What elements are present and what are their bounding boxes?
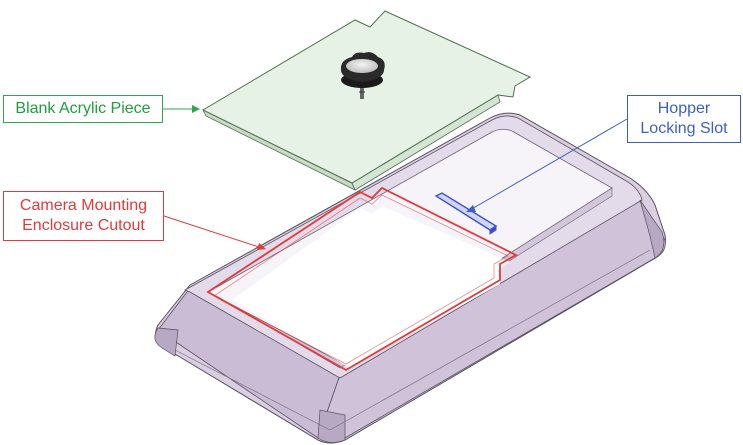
blank-acrylic-callout: Blank Acrylic Piece (3, 95, 163, 123)
camera-cutout-outline (206, 186, 518, 372)
hopper-leader (469, 118, 628, 211)
camera-arrowhead (257, 243, 266, 250)
hopper-label-line1: Hopper (657, 100, 711, 117)
hopper-arrowhead (466, 205, 476, 212)
camera-leader (163, 215, 263, 249)
enclosure-cutout-window (232, 206, 510, 368)
camera-label-line2: Enclosure Cutout (22, 217, 145, 234)
enclosure-skirt-line (174, 249, 651, 431)
hopper-slot-callout: Hopper Locking Slot (627, 95, 741, 143)
blank-acrylic-arrowhead (192, 105, 200, 113)
acrylic-plate (201, 10, 532, 191)
hopper-label-line2: Locking Slot (640, 120, 728, 137)
blank-acrylic-label: Blank Acrylic Piece (15, 100, 151, 117)
thumb-knob (340, 52, 385, 99)
camera-cutout-outline-inner (213, 194, 509, 365)
camera-label-line1: Camera Mounting (19, 197, 148, 214)
acrylic-plate-top (201, 10, 532, 184)
enclosure (154, 112, 666, 444)
hopper-locking-slot (434, 192, 498, 235)
camera-cutout-callout: Camera Mounting Enclosure Cutout (3, 191, 164, 241)
enclosure-right-corner (639, 199, 665, 259)
enclosure-left-corner (154, 327, 179, 357)
enclosure-bottom-corner (317, 409, 346, 443)
